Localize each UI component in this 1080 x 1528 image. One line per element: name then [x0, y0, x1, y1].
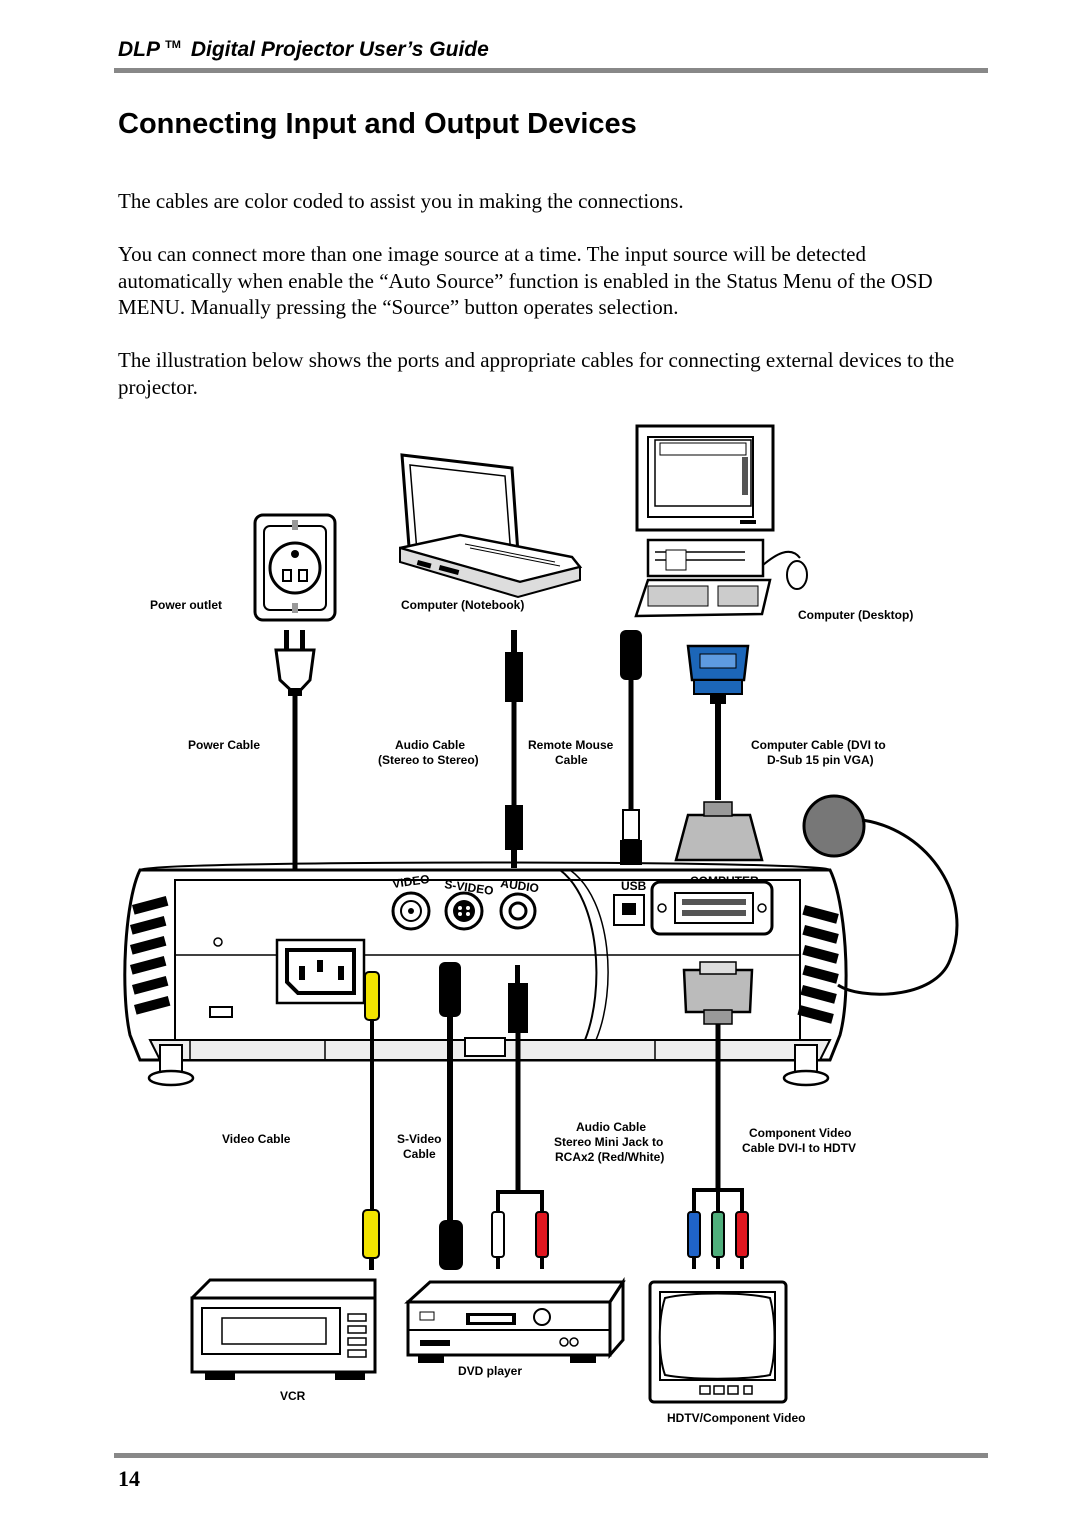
hdtv-illustration [648, 1280, 788, 1404]
trademark-mark: TM [165, 39, 181, 51]
label-audio-rca-2: Stereo Mini Jack to [554, 1135, 663, 1149]
label-component-2: Cable DVI-I to HDTV [742, 1141, 856, 1155]
audio-cable [505, 630, 523, 868]
label-power-cable: Power Cable [188, 738, 260, 752]
audio-rca-cable [491, 965, 549, 1269]
vcr-illustration [190, 1278, 377, 1380]
label-power-outlet: Power outlet [150, 598, 222, 612]
label-audio-cable-2: (Stereo to Stereo) [378, 753, 479, 767]
label-audio-rca-1: Audio Cable [576, 1120, 646, 1134]
desktop-illustration [634, 424, 808, 618]
remote-mouse-cable [620, 630, 642, 865]
port-label-video: VIDEO [391, 872, 430, 891]
label-dvd: DVD player [458, 1364, 522, 1378]
label-mouse-cable-2: Cable [555, 753, 588, 767]
running-header: DLP TM Digital Projector User’s Guide [118, 38, 489, 62]
label-audio-cable-1: Audio Cable [395, 738, 465, 752]
label-video-cable: Video Cable [222, 1132, 291, 1146]
label-computer-cable-2: D-Sub 15 pin VGA) [767, 753, 874, 767]
port-label-audio: AUDIO [500, 876, 540, 895]
computer-cable [674, 644, 764, 862]
paragraph-color-coded: The cables are color coded to assist you… [118, 189, 684, 213]
section-title: Connecting Input and Output Devices [118, 108, 637, 140]
paragraph-illustration: The illustration below shows the ports a… [118, 348, 955, 399]
label-computer-cable-1: Computer Cable (DVI to [751, 738, 886, 752]
label-hdtv: HDTV/Component Video [667, 1411, 805, 1425]
remote-receiver-illustration [802, 794, 959, 996]
label-desktop: Computer (Desktop) [798, 608, 913, 622]
header-prefix: DLP [118, 38, 160, 61]
label-mouse-cable-1: Remote Mouse [528, 738, 614, 752]
port-label-svideo: S-VIDEO [444, 877, 495, 898]
video-cable [362, 971, 380, 1270]
component-cable [682, 961, 754, 1269]
label-component-1: Component Video [749, 1126, 851, 1140]
footer-rule [114, 1453, 988, 1458]
dvd-illustration [404, 1276, 626, 1363]
label-svideo-cable-2: Cable [403, 1147, 436, 1161]
label-notebook: Computer (Notebook) [401, 598, 524, 612]
paragraph-image-source: You can connect more than one image sour… [118, 242, 933, 319]
header-title: Digital Projector User’s Guide [190, 38, 489, 61]
label-audio-rca-3: RCAx2 (Red/White) [555, 1150, 664, 1164]
label-vcr: VCR [280, 1389, 306, 1403]
page-number: 14 [118, 1466, 140, 1491]
svideo-cable [439, 962, 463, 1270]
power-outlet-illustration [253, 513, 337, 622]
notebook-illustration [399, 453, 583, 599]
port-label-usb: USB [621, 879, 647, 893]
header-rule [114, 68, 988, 73]
projector-ports [275, 880, 774, 1005]
label-svideo-cable-1: S-Video [397, 1132, 441, 1146]
